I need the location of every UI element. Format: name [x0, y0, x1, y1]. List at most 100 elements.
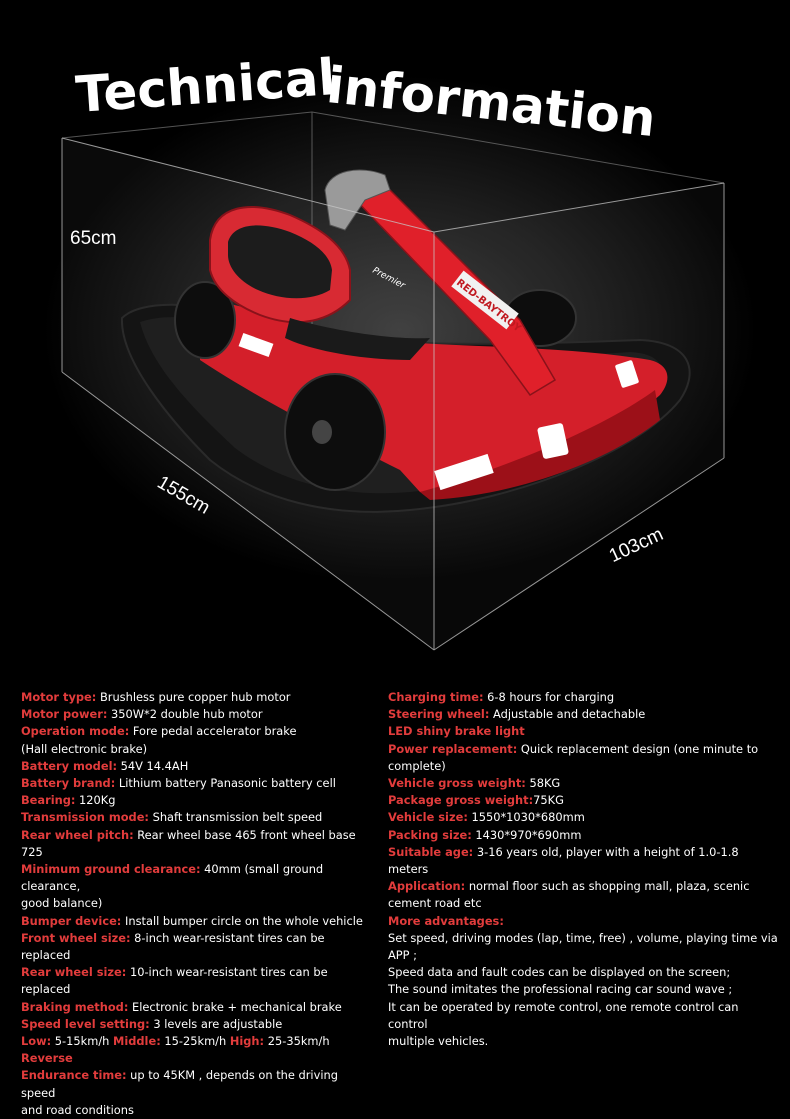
- spec-row: Rear wheel size: 10-inch wear-resistant …: [21, 964, 371, 998]
- spec-value: Install bumper circle on the whole vehic…: [121, 913, 363, 928]
- spec-value: 54V 14.4AH: [117, 758, 189, 773]
- spec-row: Transmission mode: Shaft transmission be…: [21, 809, 371, 826]
- spec-value: 1430*970*690mm: [471, 827, 582, 842]
- spec-row: Motor power: 350W*2 double hub motor: [21, 706, 371, 723]
- spec-value: 6-8 hours for charging: [483, 690, 615, 704]
- spec-label: Endurance time:: [21, 1068, 127, 1083]
- spec-row: Vehicle gross weight: 58KG: [388, 775, 778, 792]
- spec-label: Application:: [388, 879, 466, 894]
- spec-value: 58KG: [525, 776, 561, 791]
- spec-value: complete): [388, 758, 446, 773]
- spec-label: LED shiny brake light: [388, 724, 525, 739]
- spec-value: Shaft transmission belt speed: [148, 810, 323, 825]
- dimension-height-label: 65cm: [70, 228, 117, 249]
- spec-label: Bearing:: [21, 793, 76, 808]
- spec-row: Front wheel size: 8-inch wear-resistant …: [21, 930, 371, 964]
- spec-label: Bumper device:: [21, 913, 122, 928]
- spec-label: Vehicle gross weight:: [388, 776, 526, 791]
- spec-label: Battery brand:: [21, 776, 116, 791]
- spec-row: Application: normal floor such as shoppi…: [388, 878, 778, 895]
- spec-label: Vehicle size:: [388, 810, 468, 825]
- spec-value: 75KG: [533, 793, 564, 808]
- spec-label: Package gross weight:: [388, 793, 534, 808]
- spec-row: It can be operated by remote control, on…: [388, 999, 778, 1033]
- spec-value: It can be operated by remote control, on…: [388, 999, 739, 1031]
- kart-illustration: RED-BAYTROY Premier: [61, 111, 725, 651]
- spec-row: Bearing: 120Kg: [21, 792, 371, 809]
- spec-value: 15-25km/h: [160, 1034, 230, 1049]
- spec-row: and road conditions: [21, 1102, 371, 1119]
- spec-value: 10-inch wear-resistant tires can be repl…: [21, 965, 328, 997]
- spec-row: More advantages:: [388, 913, 778, 930]
- spec-label: Suitable age:: [388, 844, 474, 859]
- spec-row: Minimum ground clearance: 40mm (small gr…: [21, 861, 371, 895]
- spec-row: Power replacement: Quick replacement des…: [388, 741, 778, 758]
- spec-row: Steering wheel: Adjustable and detachabl…: [388, 706, 778, 723]
- spec-label: Front wheel size:: [21, 930, 131, 945]
- spec-label: Rear wheel pitch:: [21, 827, 134, 842]
- spec-row: Bumper device: Install bumper circle on …: [21, 913, 371, 930]
- spec-value: Brushless pure copper hub motor: [96, 690, 291, 704]
- spec-value: (Hall electronic brake): [21, 741, 148, 756]
- spec-label: Power replacement:: [388, 741, 518, 756]
- spec-row: LED shiny brake light: [388, 723, 778, 740]
- spec-label: High:: [229, 1034, 265, 1049]
- spec-label: Battery model:: [21, 758, 118, 773]
- spec-value: cement road etc: [388, 896, 482, 911]
- front-wheel-left: [284, 373, 386, 491]
- spec-row: complete): [388, 758, 778, 775]
- spec-value: Adjustable and detachable: [489, 707, 646, 722]
- spec-label: Rear wheel size:: [21, 965, 127, 980]
- spec-row: Battery brand: Lithium battery Panasonic…: [21, 775, 371, 792]
- spec-value: 25-35km/h: [264, 1034, 330, 1049]
- spec-label: Reverse: [21, 1051, 73, 1066]
- spec-value: good balance): [21, 896, 103, 911]
- spec-row: Low: 5-15km/h Middle: 15-25km/h High: 25…: [21, 1033, 371, 1050]
- rear-wheel-left: [174, 281, 236, 359]
- spec-row: Suitable age: 3-16 years old, player wit…: [388, 844, 778, 878]
- spec-row: Endurance time: up to 45KM , depends on …: [21, 1067, 371, 1101]
- spec-value: and road conditions: [21, 1102, 134, 1117]
- spec-row: Packing size: 1430*970*690mm: [388, 827, 778, 844]
- kart-handle: [324, 169, 391, 231]
- spec-row: The sound imitates the professional raci…: [388, 981, 778, 998]
- spec-value: Speed data and fault codes can be displa…: [388, 965, 731, 980]
- spec-row: Battery model: 54V 14.4AH: [21, 758, 371, 775]
- spec-row: Operation mode: Fore pedal accelerator b…: [21, 723, 371, 740]
- spec-row: Motor type: Brushless pure copper hub mo…: [21, 689, 371, 706]
- spec-label: Low:: [21, 1034, 52, 1049]
- spec-value: normal floor such as shopping mall, plaz…: [465, 879, 750, 894]
- spec-row: Braking method: Electronic brake + mecha…: [21, 999, 371, 1016]
- spec-value: Fore pedal accelerator brake: [129, 724, 297, 739]
- spec-label: Motor power:: [21, 707, 108, 722]
- spec-label: More advantages:: [388, 913, 504, 928]
- dimension-box-front: [61, 137, 725, 651]
- spec-value: The sound imitates the professional raci…: [388, 982, 733, 997]
- spec-label: Minimum ground clearance:: [21, 862, 201, 877]
- spec-label: Braking method:: [21, 999, 129, 1014]
- spec-value: 120Kg: [75, 793, 116, 808]
- spec-label: Middle:: [113, 1034, 161, 1049]
- spec-value: 5-15km/h: [51, 1034, 114, 1049]
- spec-row: cement road etc: [388, 895, 778, 912]
- spec-value: 350W*2 double hub motor: [107, 707, 263, 722]
- spec-row: (Hall electronic brake): [21, 741, 371, 758]
- spec-row: multiple vehicles.: [388, 1033, 778, 1050]
- spec-value: 1550*1030*680mm: [467, 810, 585, 825]
- spec-label: Steering wheel:: [388, 707, 490, 722]
- spec-row: Vehicle size: 1550*1030*680mm: [388, 809, 778, 826]
- spec-row: Charging time: 6-8 hours for charging: [388, 689, 778, 706]
- spec-value: multiple vehicles.: [388, 1034, 489, 1049]
- spec-row: Set speed, driving modes (lap, time, fre…: [388, 930, 778, 964]
- spec-label: Transmission mode:: [21, 810, 149, 825]
- spec-row: Rear wheel pitch: Rear wheel base 465 fr…: [21, 827, 371, 861]
- spec-value: 3-16 years old, player with a height of …: [388, 844, 739, 877]
- spec-label: Packing size:: [388, 827, 472, 842]
- spec-row: Speed level setting: 3 levels are adjust…: [21, 1016, 371, 1033]
- spec-value: 40mm (small ground clearance,: [21, 862, 324, 894]
- spec-value: 8-inch wear-resistant tires can be repla…: [21, 930, 325, 963]
- spec-label: Motor type:: [21, 690, 97, 704]
- spec-value: 3 levels are adjustable: [149, 1016, 283, 1031]
- spec-value: Set speed, driving modes (lap, time, fre…: [388, 930, 778, 963]
- spec-value: Quick replacement design (one minute to: [517, 741, 759, 756]
